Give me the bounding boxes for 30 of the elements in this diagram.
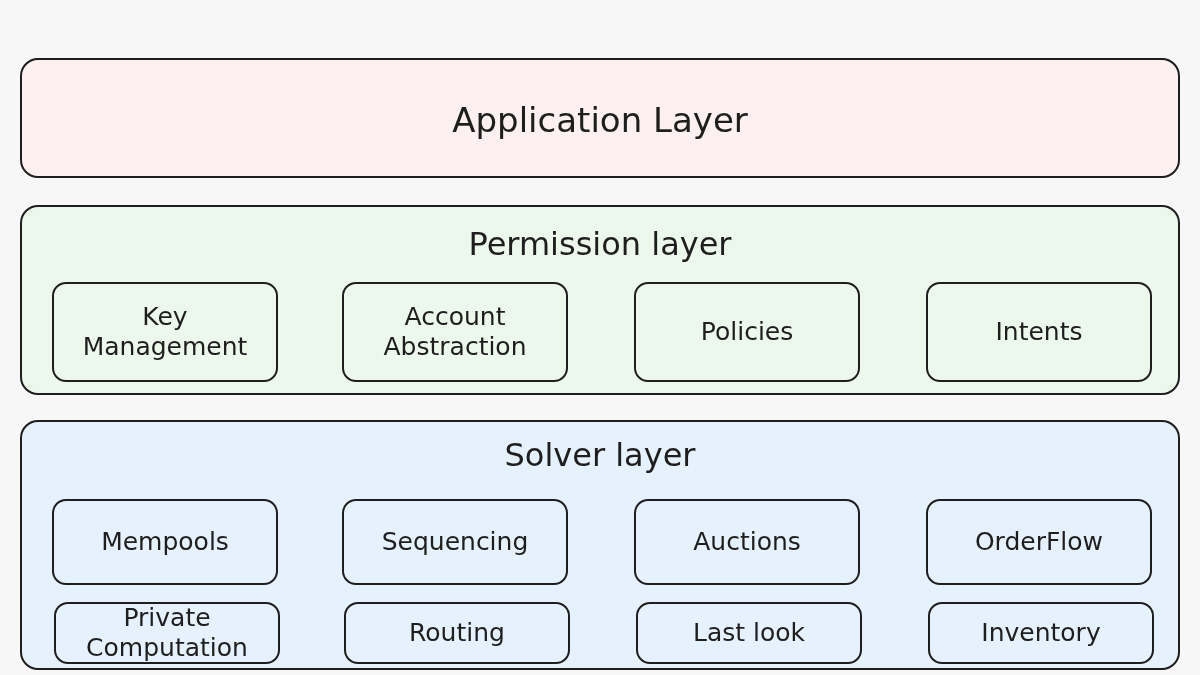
component-label: Routing bbox=[408, 618, 506, 648]
component-label: Sequencing bbox=[380, 527, 530, 557]
component-box bbox=[342, 282, 568, 382]
component-label: OrderFlow bbox=[973, 527, 1105, 557]
layer-title: Solver layer bbox=[503, 436, 697, 474]
component-box bbox=[54, 602, 280, 664]
component-box bbox=[926, 499, 1152, 585]
component-box bbox=[52, 499, 278, 585]
component-label: Intents bbox=[994, 317, 1084, 347]
layer-panel bbox=[20, 205, 1180, 395]
component-label: Policies bbox=[699, 317, 795, 347]
layer-title: Permission layer bbox=[467, 225, 733, 263]
component-box bbox=[342, 499, 568, 585]
layer-panel bbox=[20, 420, 1180, 670]
component-label: Last look bbox=[691, 618, 806, 648]
component-box bbox=[926, 282, 1152, 382]
component-label: Private Computation bbox=[85, 603, 249, 663]
component-label: Account Abstraction bbox=[382, 302, 528, 362]
layer-panel bbox=[20, 58, 1180, 178]
component-label: Key Management bbox=[81, 302, 249, 362]
component-label: Mempools bbox=[100, 527, 230, 557]
component-label: Auctions bbox=[692, 527, 802, 557]
component-box bbox=[636, 602, 862, 664]
layer-title: Application Layer bbox=[451, 100, 749, 140]
component-box bbox=[52, 282, 278, 382]
component-box bbox=[634, 499, 860, 585]
component-box bbox=[928, 602, 1154, 664]
component-box bbox=[634, 282, 860, 382]
component-label: Inventory bbox=[980, 618, 1102, 648]
component-box bbox=[344, 602, 570, 664]
